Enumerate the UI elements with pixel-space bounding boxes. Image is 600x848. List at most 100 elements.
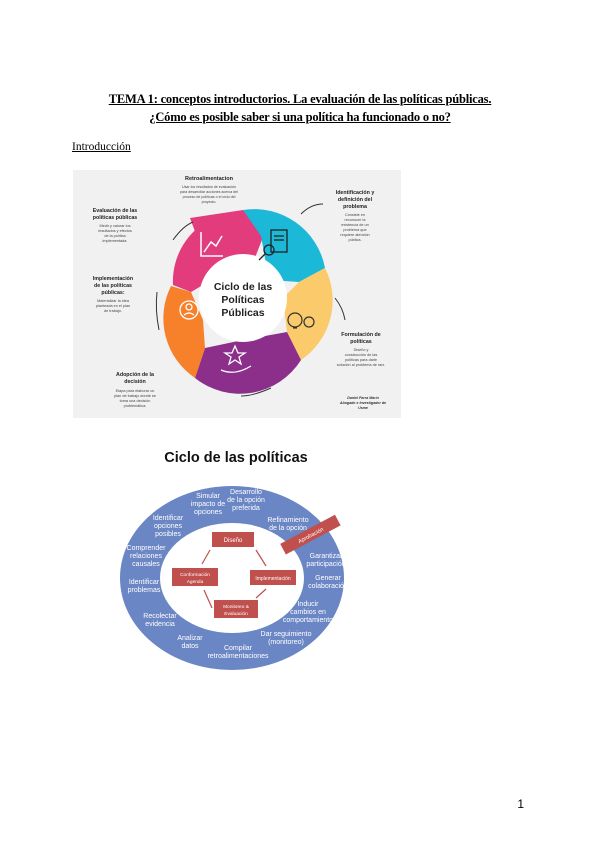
desc-identificacion-4: problema que — [343, 228, 366, 232]
credit-line1: Daniel Parra Marín — [347, 396, 379, 400]
ring-inducir-1: Inducir — [297, 601, 319, 608]
desc-identificacion-2: reconocer la — [345, 218, 367, 222]
document-title-line1: TEMA 1: conceptos introductorios. La eva… — [108, 92, 492, 106]
segment-identificacion — [243, 209, 325, 282]
policy-cycle-diagram: Ciclo de las políticas Diseño Implementa… — [120, 440, 360, 670]
inner-cycle-arrows — [201, 549, 267, 609]
desc-retro-4: proyecto. — [202, 200, 217, 204]
label-implementacion-3: públicas: — [101, 290, 124, 296]
lightbulb-gear-icon — [287, 312, 315, 329]
label-adopcion-2: decisión — [124, 379, 146, 385]
center-circle — [199, 254, 287, 342]
ring-identificar-2: problemas — [128, 587, 161, 594]
label-implementacion-2: de las políticas — [94, 283, 132, 289]
policy-cycle-infographic: Ciclo de las Políticas Públicas Retroali… — [73, 170, 401, 418]
label-evaluacion-1: Evaluación de las — [93, 208, 138, 214]
document-search-icon — [258, 229, 288, 261]
ring-compilar-2: retroalimentaciones — [207, 653, 269, 660]
desc-formulacion-1: Diseño y — [354, 348, 369, 352]
ring-comprender-3: causales — [132, 561, 160, 568]
label-retroalimentacion: Retroalimentacion — [185, 176, 234, 182]
label-formulacion-1: Formulación de — [341, 332, 380, 338]
cycle-arrows — [155, 203, 346, 397]
desc-identificacion-3: existencia de un — [341, 223, 368, 227]
label-identificacion-1: Identificación y — [336, 190, 375, 196]
ring-refinamiento-1: Refinamiento — [267, 517, 308, 524]
ring-inducir-2: cambios en — [290, 609, 326, 616]
policy-cycle-svg: Ciclo de las Políticas Públicas Retroali… — [93, 176, 386, 410]
box-monitoreo-line1: Monitoreo & — [223, 604, 250, 610]
desc-adopcion-3: toma una decisión — [120, 399, 151, 403]
ring-inducir-3: comportamiento — [283, 617, 333, 624]
ring-opciones-1: Identificar — [153, 515, 184, 522]
desc-evaluacion-1: Medir y valorar los — [99, 224, 130, 228]
chart-icon — [200, 232, 223, 257]
document-title-line2: ¿Cómo es posible saber si una política h… — [149, 110, 451, 124]
ring-seguimiento-1: Dar seguimiento — [261, 631, 312, 638]
ring-simular-3: opciones — [194, 509, 223, 516]
desc-implementacion-2: planteada en el plan — [96, 304, 130, 308]
label-adopcion-1: Adopción de la — [116, 372, 154, 378]
label-identificacion-2: definición del — [338, 197, 373, 203]
box-implementacion-label: Implementación — [255, 576, 291, 582]
label-formulacion-2: políticas — [350, 339, 372, 345]
box-diseno-label: Diseño — [224, 538, 243, 544]
inner-circle — [160, 523, 304, 633]
ring-garantizar-2: participación — [306, 561, 345, 568]
desc-identificacion-6: pública. — [348, 238, 361, 242]
desc-retro-1: Usar los resultados de evaluación — [182, 185, 236, 189]
ring-desarrollo-3: preferida — [232, 505, 260, 512]
ring-recolectar-2: evidencia — [145, 621, 175, 628]
diagram-title: Ciclo de las políticas — [164, 450, 307, 466]
box-diseno — [212, 532, 254, 547]
page-number: 1 — [517, 797, 524, 811]
ring-comprender-1: Comprender — [127, 545, 167, 552]
segment-formulacion — [283, 268, 333, 360]
network-people-icon — [179, 300, 199, 320]
ring-generar-1: Generar — [315, 575, 341, 582]
ring-analizar-2: datos — [181, 643, 199, 650]
ring-comprender-2: relaciones — [130, 553, 162, 560]
ring-desarrollo-2: de la opción — [227, 497, 265, 504]
desc-implementacion-1: Materializar la idea — [97, 299, 130, 303]
desc-adopcion-4: problemática. — [124, 404, 147, 408]
center-title-line2: Políticas — [221, 294, 264, 306]
desc-formulacion-2: construcción de las — [345, 353, 378, 357]
policy-cycle-diagram-svg: Ciclo de las políticas Diseño Implementa… — [120, 450, 348, 670]
credit-line2: Abogado e Investigador de — [339, 401, 386, 405]
box-implementacion — [250, 570, 296, 585]
desc-identificacion-5: requiere atención — [340, 233, 369, 237]
box-conformacion-line2: Agenda — [187, 579, 204, 585]
ring-identificar-1: Identificar — [129, 579, 160, 586]
ring-compilar-1: Compilar — [224, 645, 253, 652]
desc-adopcion-1: Etapa para elaborar un — [116, 389, 155, 393]
desc-evaluacion-2: resultados y efectos — [98, 229, 132, 233]
ring-seguimiento-2: (monitoreo) — [268, 639, 304, 646]
ring-simular-1: Simular — [196, 493, 220, 500]
hand-star-icon — [220, 344, 252, 373]
label-implementacion-1: Implementación — [93, 276, 133, 282]
section-heading: Introducción — [72, 141, 131, 153]
ring-refinamiento-2: de la opción — [269, 525, 307, 532]
desc-retro-2: para desarrollar acciones acerca del — [180, 190, 238, 194]
desc-formulacion-4: solución al problema de raíz. — [337, 363, 386, 367]
center-title-line1: Ciclo de las — [214, 281, 273, 293]
desc-identificacion-1: Consiste en — [345, 213, 365, 217]
ring-opciones-2: opciones — [154, 523, 183, 530]
ring-desarrollo-1: Desarrollo — [230, 489, 262, 496]
ring-analizar-1: Analizar — [177, 635, 203, 642]
box-conformacion — [172, 568, 218, 586]
desc-formulacion-3: políticas para darle — [345, 358, 377, 362]
segment-adopcion — [195, 332, 301, 394]
desc-retro-3: proceso de políticas o el ciclo del — [183, 195, 236, 199]
box-conformacion-line1: Conformación — [180, 572, 210, 578]
desc-implementacion-3: de trabajo. — [104, 309, 122, 313]
segment-evaluacion-arc — [172, 218, 233, 292]
center-title-line3: Públicas — [221, 307, 264, 319]
box-monitoreo — [214, 600, 258, 618]
segment-implementacion — [163, 286, 205, 378]
ring-recolectar-1: Recolectar — [143, 613, 177, 620]
ring-garantizar-1: Garantizar — [310, 553, 343, 560]
ring-labels: Simular impacto de opciones Desarrollo d… — [127, 489, 348, 660]
box-monitoreo-line2: Evaluación — [224, 611, 248, 617]
